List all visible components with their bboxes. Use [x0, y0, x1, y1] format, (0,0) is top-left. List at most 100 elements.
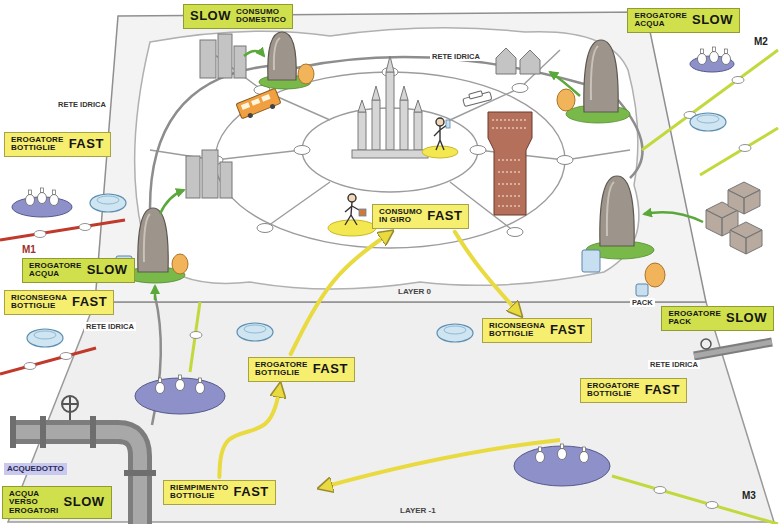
metro-line-m1 — [0, 348, 96, 374]
return-bowl-rim — [97, 196, 119, 204]
person — [348, 194, 356, 202]
metro-label: M3 — [740, 490, 758, 503]
road-junction — [257, 224, 273, 233]
road-junction — [557, 156, 573, 165]
return-bowl — [27, 329, 63, 347]
slow-water-dispenser — [138, 208, 168, 272]
metro-label: M1 — [20, 244, 38, 257]
bus — [241, 102, 250, 110]
flow-arrow-green — [550, 72, 580, 96]
mode-tag: SLOW — [692, 13, 733, 27]
metro-station — [79, 224, 91, 231]
water-drop-mascot — [298, 64, 314, 84]
network-label: RETE IDRICA — [430, 52, 482, 61]
mode-tag: FAST — [427, 209, 462, 223]
return-bowl — [90, 194, 126, 212]
dispenser-highlight — [591, 46, 598, 100]
car — [469, 91, 483, 99]
metro-line-m1 — [0, 220, 125, 374]
tower — [488, 112, 532, 215]
pipe-flange — [124, 470, 156, 476]
bottle — [536, 447, 545, 463]
box-label: EROGATORE ACQUA — [29, 262, 82, 279]
metro-station — [190, 332, 202, 339]
city-area — [135, 28, 639, 289]
valve-wheel — [62, 396, 78, 420]
box-label: RICONSEGNA BOTTIGLIE — [11, 294, 67, 311]
cathedral — [352, 56, 428, 158]
person-item — [359, 209, 366, 216]
layer-label: LAYER -1 — [398, 506, 438, 516]
metro-line-lime — [700, 128, 778, 175]
return-bowl-rim — [697, 115, 719, 123]
process-box: ACQUA VERSO EROGATORISLOW — [2, 486, 112, 519]
cathedral — [352, 150, 428, 158]
process-box: EROGATORE ACQUA SLOW — [22, 258, 135, 283]
consumer-spot — [422, 146, 458, 158]
grass — [125, 75, 654, 283]
flow-arrow — [219, 385, 280, 477]
metro-station — [706, 502, 718, 509]
layer-0-plane — [95, 12, 706, 302]
box-label: EROGATORE ACQUA — [634, 12, 687, 29]
mode-tag: FAST — [550, 323, 585, 337]
process-box: RIEMPIMENTO BOTTIGLIEFAST — [163, 480, 276, 505]
box-label: CONSUMO IN GIRO — [379, 208, 422, 225]
pipe-flange — [40, 416, 46, 448]
metro-station — [24, 363, 36, 370]
bottle — [558, 444, 567, 460]
layer-minus-1-plane — [8, 302, 774, 522]
buildings — [202, 150, 218, 198]
network-label: RETE IDRICA — [648, 360, 700, 369]
flow-arrow-green — [244, 51, 264, 56]
bus — [261, 94, 270, 102]
water-drop-mascot — [172, 254, 188, 274]
return-bowl-rim — [34, 115, 719, 339]
road-junction — [207, 68, 573, 237]
bottle — [698, 49, 707, 65]
infrastructure-label: ACQUEDOTTO — [4, 463, 67, 475]
road-network — [215, 72, 565, 248]
flow-arrow — [455, 232, 521, 315]
return-bowl — [237, 323, 273, 341]
mode-tag: SLOW — [726, 311, 767, 325]
dispenser-highlight — [144, 38, 614, 262]
flow-arrow-green — [160, 190, 184, 214]
return-bowl — [27, 113, 726, 347]
flow-arrow-yellow — [320, 440, 560, 488]
mode-tag: FAST — [313, 362, 348, 376]
box-label: EROGATORE BOTTIGLIE — [11, 136, 64, 153]
mode-tag: SLOW — [64, 495, 105, 509]
flow-arrow-yellow — [320, 440, 560, 488]
box-label: EROGATORE BOTTIGLIE — [255, 361, 308, 378]
car — [463, 92, 492, 107]
process-box: EROGATORE BOTTIGLIEFAST — [4, 132, 111, 157]
bus — [236, 88, 282, 121]
road-network — [150, 50, 630, 248]
box-label: CONSUMO DOMESTICO — [236, 8, 286, 25]
metro-label: M2 — [752, 36, 770, 49]
metro-station — [739, 145, 751, 152]
process-box: RICONSEGNA BOTTIGLIE FAST — [482, 318, 592, 343]
water-drop-mascot — [557, 89, 575, 111]
metro-station — [34, 231, 46, 238]
process-box: EROGATORE ACQUA SLOW — [627, 8, 740, 33]
box-label: RICONSEGNA BOTTIGLIE — [489, 322, 545, 339]
cathedral — [358, 56, 422, 112]
pipe-flange — [90, 416, 96, 448]
bus — [236, 88, 281, 119]
buildings — [200, 40, 216, 78]
water-drop-mascot — [172, 64, 665, 287]
bottle — [26, 190, 35, 206]
process-box: EROGATORE PACKSLOW — [661, 306, 774, 331]
mode-tag: SLOW — [87, 263, 128, 277]
dispenser-highlight — [274, 38, 280, 70]
consumer-spot — [328, 220, 376, 236]
dispenser-highlight — [144, 214, 150, 262]
flow-arrow-green — [154, 286, 157, 300]
bottle — [710, 47, 719, 63]
return-bowl-rim — [444, 326, 466, 334]
process-box: RICONSEGNA BOTTIGLIEFAST — [4, 290, 114, 315]
person — [345, 202, 359, 225]
